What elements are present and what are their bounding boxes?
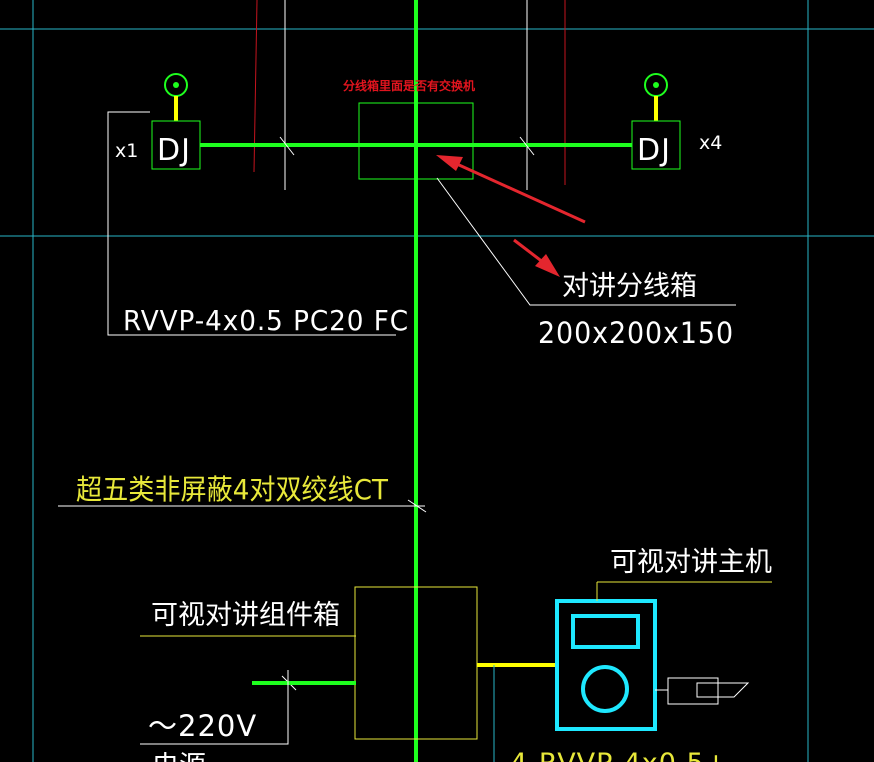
host-screen-icon (571, 614, 640, 649)
annotation-arrows (436, 155, 586, 277)
power-label: 电源 (152, 751, 206, 762)
junction-box-name: 对讲分线箱 (562, 271, 697, 302)
device-antenna-dot (173, 82, 179, 88)
device-count-left: x1 (115, 140, 138, 162)
intercom-host[interactable] (555, 599, 657, 731)
device-box (151, 120, 201, 170)
junction-box-size: 200x200x150 (538, 316, 734, 350)
arrowhead-icon (436, 155, 463, 171)
tick-mark (519, 136, 535, 156)
tick-mark (279, 136, 295, 156)
trunk-cable-label: 超五类非屏蔽4对双绞线CT (76, 473, 389, 506)
host-body (555, 599, 657, 731)
device-antenna-dot (653, 82, 659, 88)
arrow-shaft (447, 158, 586, 224)
plug-icon (655, 677, 750, 705)
host-button-icon (581, 665, 629, 713)
power-voltage-label: ～220V (148, 709, 257, 743)
device-label-right: DJ (637, 133, 671, 168)
door-device-left[interactable]: DJ (151, 73, 201, 170)
device-label-left: DJ (157, 133, 191, 168)
cable-spec-leader (107, 111, 396, 336)
door-device-right[interactable]: DJ (631, 73, 681, 170)
junction-box[interactable] (358, 102, 474, 180)
annotation-note: 分线箱里面是否有交换机 (343, 78, 475, 93)
host-label: 可视对讲主机 (610, 547, 772, 578)
bottom-cable-label: 4-RVVP-4x0.5+ (510, 748, 728, 762)
junction-box-leader (436, 177, 736, 306)
cable-spec-text: RVVP-4x0.5 PC20 FC (123, 304, 409, 337)
device-count-right: x4 (699, 132, 722, 154)
power-leader (140, 670, 289, 745)
white-wall-lines (284, 0, 528, 190)
device-box (631, 120, 681, 170)
arrowhead-icon (535, 254, 560, 277)
component-box-label: 可视对讲组件箱 (151, 600, 340, 631)
